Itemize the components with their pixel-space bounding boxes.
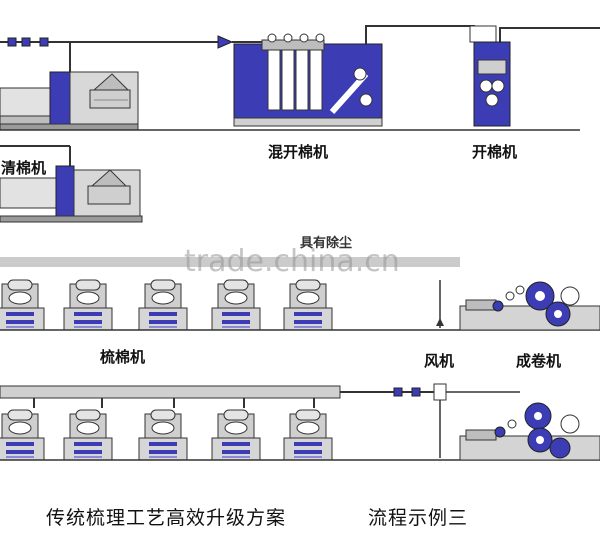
top-row xyxy=(0,25,600,131)
label-cleaning-machine-partial: 清棉机 xyxy=(0,157,46,178)
caption-example: 流程示例三 xyxy=(368,507,469,529)
watermark: trade.china.cn xyxy=(184,244,400,279)
carding-row-2 xyxy=(0,383,600,461)
second-row xyxy=(0,145,143,223)
label-dust-removal-partial: 具有除尘 xyxy=(300,236,353,251)
label-lap-former: 成卷机 xyxy=(516,352,562,370)
caption-title: 传统梳理工艺高效升级方案 xyxy=(46,507,287,529)
carding-row-1 xyxy=(0,257,600,331)
label-opener: 开棉机 xyxy=(472,143,518,161)
label-cleaning-machine-text: 清棉机 xyxy=(0,159,46,177)
label-fan: 风机 xyxy=(424,352,455,370)
label-mixing-opener: 混开棉机 xyxy=(268,143,329,161)
label-carding-machine: 梳棉机 xyxy=(100,348,146,366)
